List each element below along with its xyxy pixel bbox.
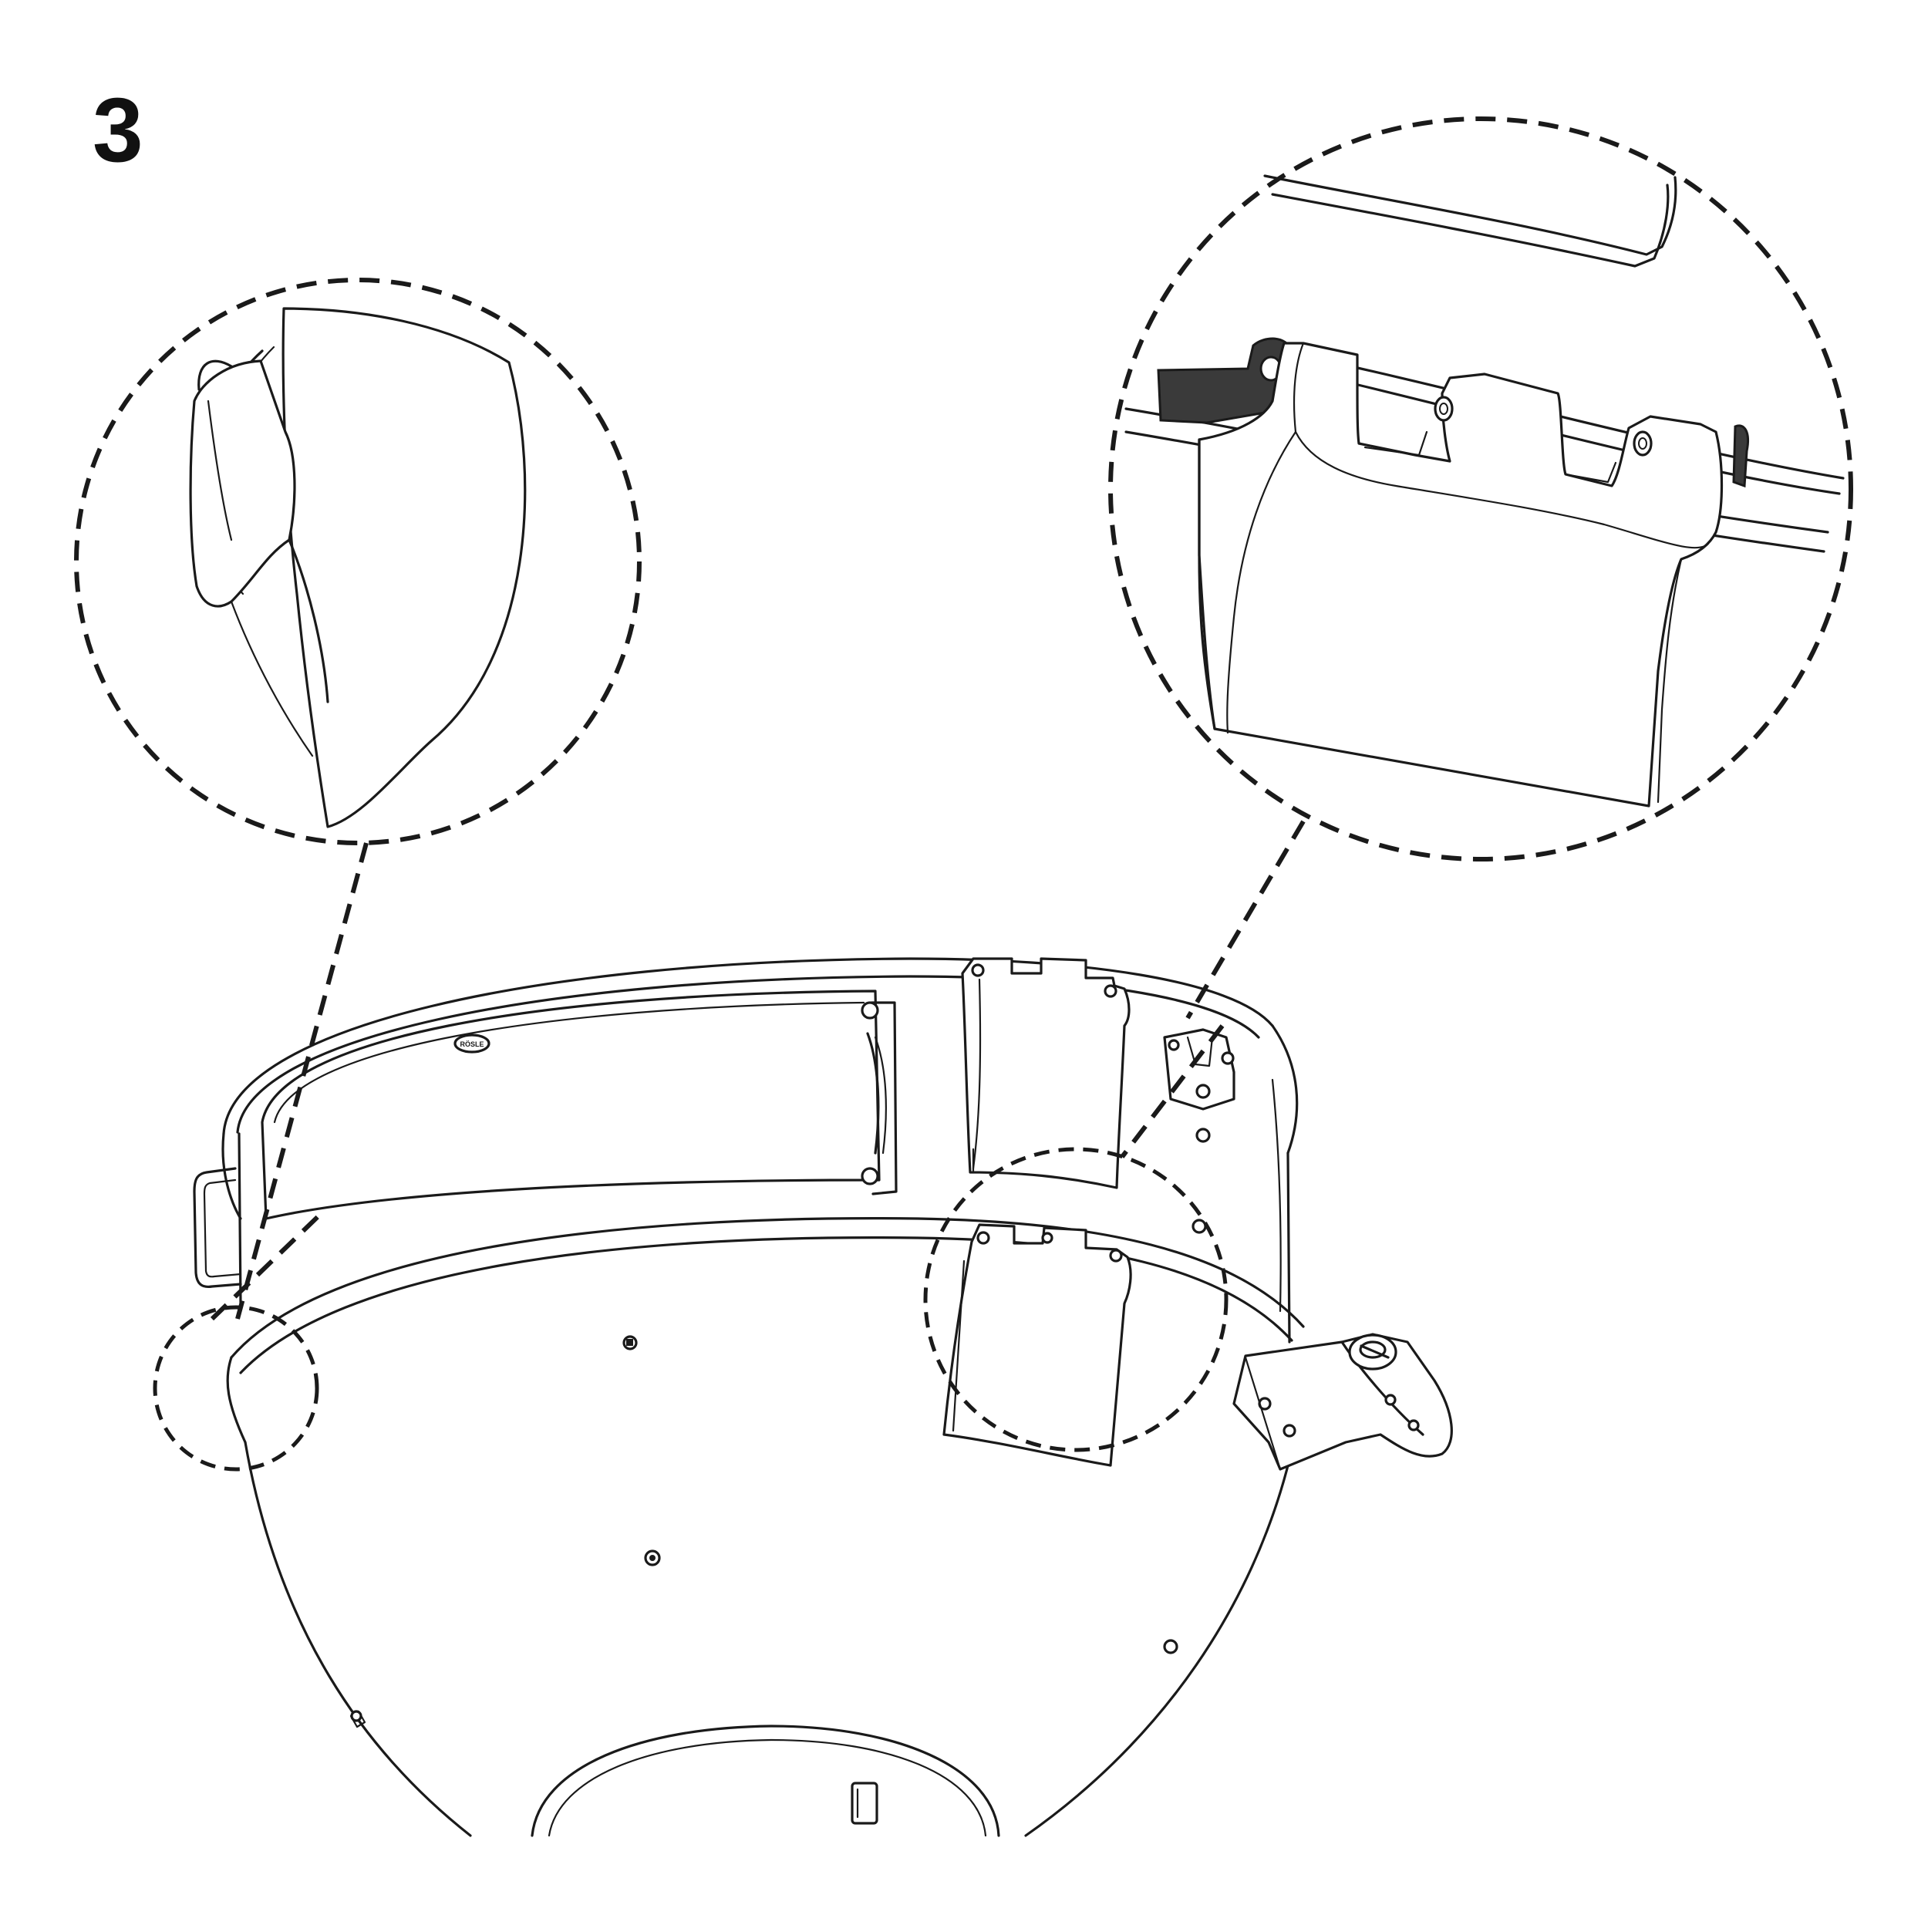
step-number: 3	[93, 79, 143, 181]
upper-hinge-bracket	[961, 957, 1131, 1189]
bolt-heads	[350, 1128, 1211, 1722]
handle-clip-detail	[74, 278, 642, 1472]
side-mount-bracket	[1163, 1028, 1235, 1111]
brand-badge	[453, 1033, 490, 1054]
brand-badge-text: RÖSLE	[460, 1040, 484, 1048]
grill-kettle: RÖSLE	[193, 957, 1453, 1837]
hinge-bracket-detail	[923, 116, 1853, 1452]
lower-hinge-bracket	[942, 1223, 1132, 1467]
right-handle-holder	[1232, 1333, 1453, 1471]
